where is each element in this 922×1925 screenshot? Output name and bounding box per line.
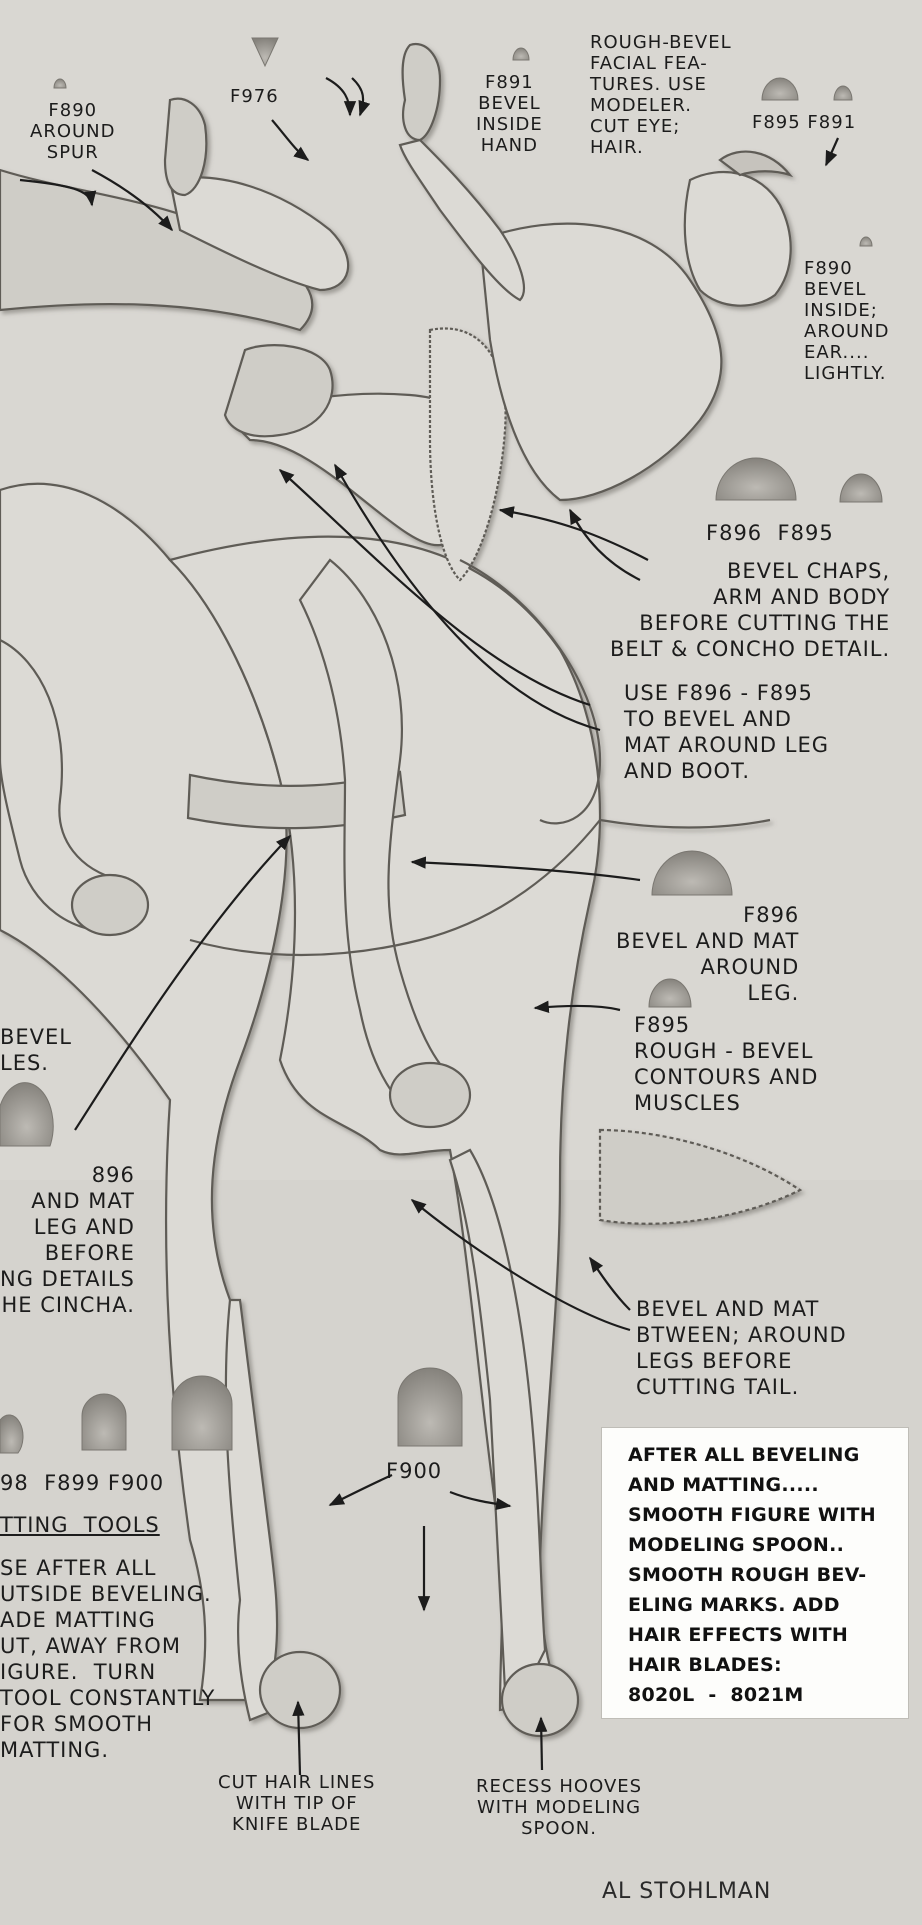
rider-spur-boot (165, 99, 206, 195)
label-matting-instructions: SE AFTER ALL UTSIDE BEVELING. ADE MATTIN… (0, 1555, 215, 1763)
label-f895-contours: F895 ROUGH - BEVEL CONTOURS AND MUSCLES (634, 1012, 818, 1116)
arrow-recess (541, 1718, 542, 1770)
label-matting-tools: TTING TOOLS (0, 1512, 160, 1538)
label-recess-hooves: RECESS HOOVES WITH MODELING SPOON. (476, 1776, 642, 1839)
rear-hoof-left (260, 1652, 340, 1728)
label-bevel-les: BEVEL LES. (0, 1024, 72, 1076)
label-use-f896: USE F896 - F895 TO BEVEL AND MAT AROUND … (624, 680, 829, 784)
label-bevel-chaps: BEVEL CHAPS, ARM AND BODY BEFORE CUTTING… (610, 558, 890, 662)
instruction-note-text: AFTER ALL BEVELING AND MATTING..... SMOO… (628, 1440, 876, 1710)
tool-f899-impression-b (172, 1376, 232, 1450)
instruction-note-card: AFTER ALL BEVELING AND MATTING..... SMOO… (602, 1428, 908, 1718)
label-f896-f895: F896 F895 (706, 520, 834, 546)
rear-hoof-right (502, 1664, 578, 1736)
label-f890-spur: F890 AROUND SPUR (30, 100, 116, 163)
tool-f900-impression (398, 1368, 462, 1446)
label-f896-leg: F896 BEVEL AND MAT AROUND LEG. (616, 902, 799, 1006)
left-hoof (72, 875, 148, 935)
label-f976: F976 (230, 86, 279, 107)
label-f900: F900 (386, 1458, 442, 1484)
label-f895-f891: F895 F891 (752, 112, 856, 133)
label-f890-ear: F890 BEVEL INSIDE; AROUND EAR.... LIGHTL… (804, 258, 890, 384)
artist-signature: AL STOHLMAN (602, 1879, 771, 1904)
label-facial-features: ROUGH-BEVEL FACIAL FEA- TURES. USE MODEL… (590, 32, 732, 158)
label-tool-row: 98 F899 F900 (0, 1470, 164, 1496)
label-between-legs: BEVEL AND MAT BTWEEN; AROUND LEGS BEFORE… (636, 1296, 847, 1400)
label-f891-hand: F891 BEVEL INSIDE HAND (476, 72, 543, 156)
label-cut-hair: CUT HAIR LINES WITH TIP OF KNIFE BLADE (218, 1772, 375, 1835)
front-hoof (390, 1063, 470, 1127)
label-f896-cincha: 896 AND MAT LEG AND BEFORE NG DETAILS HE… (0, 1162, 135, 1318)
tool-f899-impression-a (82, 1394, 126, 1450)
